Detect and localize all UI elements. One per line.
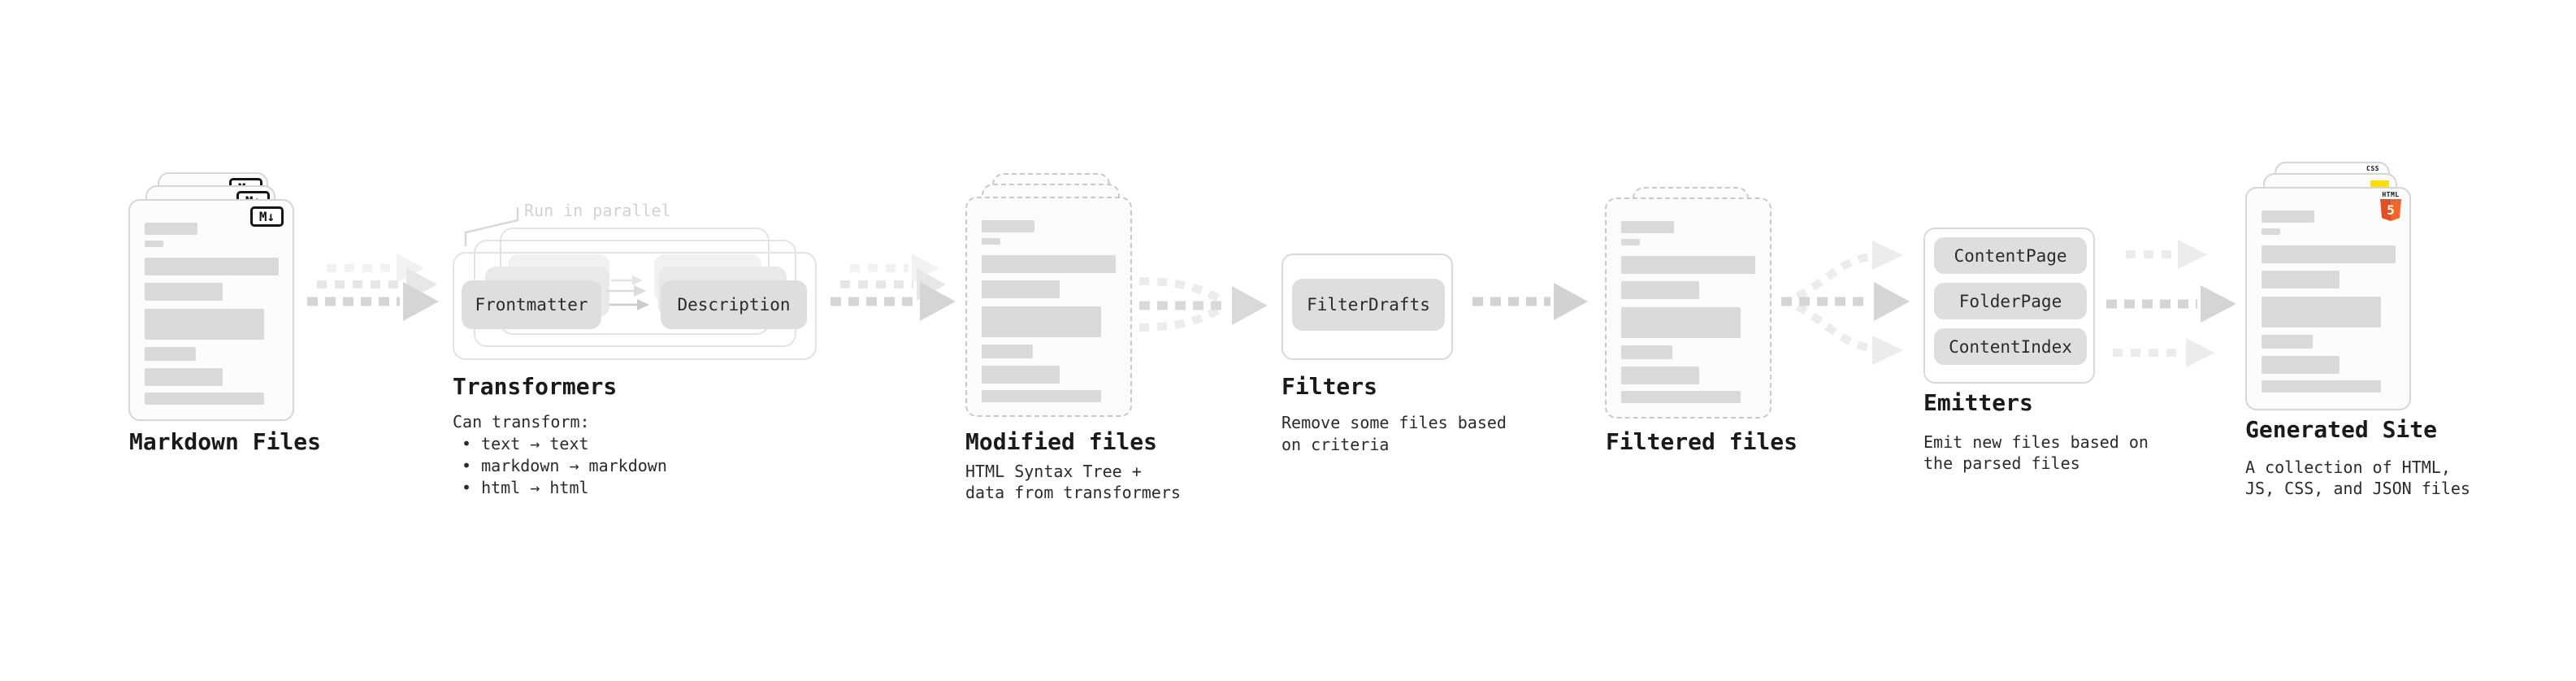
placeholder-line — [982, 238, 1000, 245]
transformer-pill-description: Description — [661, 280, 807, 329]
placeholder-line — [982, 255, 1116, 273]
emitters-description: Emit new files based on the parsed files — [1923, 432, 2149, 473]
emitter-pill-folderpage: FolderPage — [1934, 283, 2087, 319]
run-in-parallel-callout: Run in parallel — [524, 201, 671, 220]
transformers-description: Can transform: • text → text • markdown … — [453, 411, 667, 499]
filtered-file-card-front — [1605, 197, 1772, 419]
stage-label-modified-files: Modified files — [965, 428, 1158, 455]
transformer-frame-front — [453, 252, 817, 360]
emitters-box: ContentPage FolderPage ContentIndex — [1923, 228, 2095, 384]
placeholder-line — [1621, 307, 1741, 338]
stage-label-filtered-files: Filtered files — [1606, 428, 1798, 455]
placeholder-line — [1621, 256, 1755, 274]
placeholder-line — [982, 366, 1060, 384]
placeholder-line — [2262, 210, 2314, 223]
placeholder-line — [1621, 221, 1674, 233]
document-placeholder-lines — [2262, 210, 2396, 393]
modified-files-description: HTML Syntax Tree + data from transformer… — [965, 462, 1181, 502]
transformers-bullet: • html → html — [462, 478, 589, 497]
placeholder-line — [145, 393, 264, 405]
stage-label-generated-site: Generated Site — [2245, 416, 2438, 443]
placeholder-line — [982, 220, 1034, 232]
stage-label-transformers: Transformers — [453, 373, 618, 400]
placeholder-line — [145, 368, 223, 386]
css-icon-text: CSS — [2366, 165, 2379, 172]
stage-label-emitters: Emitters — [1923, 389, 2033, 416]
markdown-icon: M↓ — [250, 206, 284, 227]
placeholder-line — [2262, 271, 2340, 288]
markdown-file-card-front: M↓ — [128, 199, 294, 421]
placeholder-line — [982, 280, 1060, 298]
js-icon — [2370, 180, 2389, 189]
arrow-markdown-to-transformers — [307, 254, 439, 321]
placeholder-line — [982, 306, 1101, 337]
modified-file-card-front — [965, 197, 1132, 417]
emitter-pill-contentpage: ContentPage — [1934, 237, 2087, 274]
transformers-bullet: • markdown → markdown — [462, 456, 667, 475]
arrow-emitters-to-generated — [2106, 240, 2236, 367]
arrow-modified-to-filters — [1138, 277, 1268, 332]
html5-icon: HTML 5 — [2379, 191, 2402, 221]
placeholder-line — [1621, 281, 1699, 299]
placeholder-line — [2262, 380, 2381, 393]
arrow-filters-to-filtered — [1472, 283, 1588, 320]
placeholder-line — [2262, 297, 2381, 327]
html5-icon-text: HTML — [2382, 191, 2400, 198]
html5-icon-number: 5 — [2387, 202, 2395, 218]
stage-label-markdown-files: Markdown Files — [129, 428, 322, 455]
document-placeholder-lines — [145, 223, 279, 405]
placeholder-line — [145, 223, 197, 235]
placeholder-line — [145, 241, 163, 247]
placeholder-line — [982, 390, 1101, 402]
filter-pill-filterdrafts: FilterDrafts — [1292, 279, 1445, 331]
placeholder-line — [1621, 367, 1699, 384]
placeholder-line — [145, 258, 279, 275]
generated-site-description: A collection of HTML, JS, CSS, and JSON … — [2245, 458, 2470, 498]
placeholder-line — [2262, 335, 2313, 349]
placeholder-line — [1621, 345, 1672, 359]
arrow-filtered-to-emitters — [1781, 241, 1910, 365]
document-placeholder-lines — [982, 220, 1116, 402]
placeholder-line — [145, 347, 196, 361]
filters-box: FilterDrafts — [1281, 254, 1453, 360]
emitter-pill-contentindex: ContentIndex — [1934, 328, 2087, 365]
placeholder-line — [1621, 391, 1741, 403]
transformers-bullet: • text → text — [462, 434, 589, 453]
placeholder-line — [145, 283, 223, 301]
placeholder-line — [2262, 228, 2280, 235]
placeholder-line — [982, 345, 1033, 358]
document-placeholder-lines — [1621, 221, 1755, 403]
placeholder-line — [145, 309, 264, 340]
placeholder-line — [2262, 245, 2396, 263]
filters-description: Remove some files based on criteria — [1281, 413, 1507, 454]
arrow-transformers-to-modified — [830, 254, 956, 321]
html5-icon-shield: 5 — [2380, 199, 2401, 221]
placeholder-line — [1621, 239, 1640, 245]
generated-file-card-front: HTML 5 — [2245, 187, 2411, 410]
transformers-desc-title: Can transform: — [453, 412, 590, 432]
placeholder-line — [2262, 356, 2340, 374]
stage-label-filters: Filters — [1281, 373, 1378, 400]
transformer-pill-frontmatter: Frontmatter — [462, 280, 601, 329]
markdown-icon-text: M↓ — [258, 209, 275, 224]
